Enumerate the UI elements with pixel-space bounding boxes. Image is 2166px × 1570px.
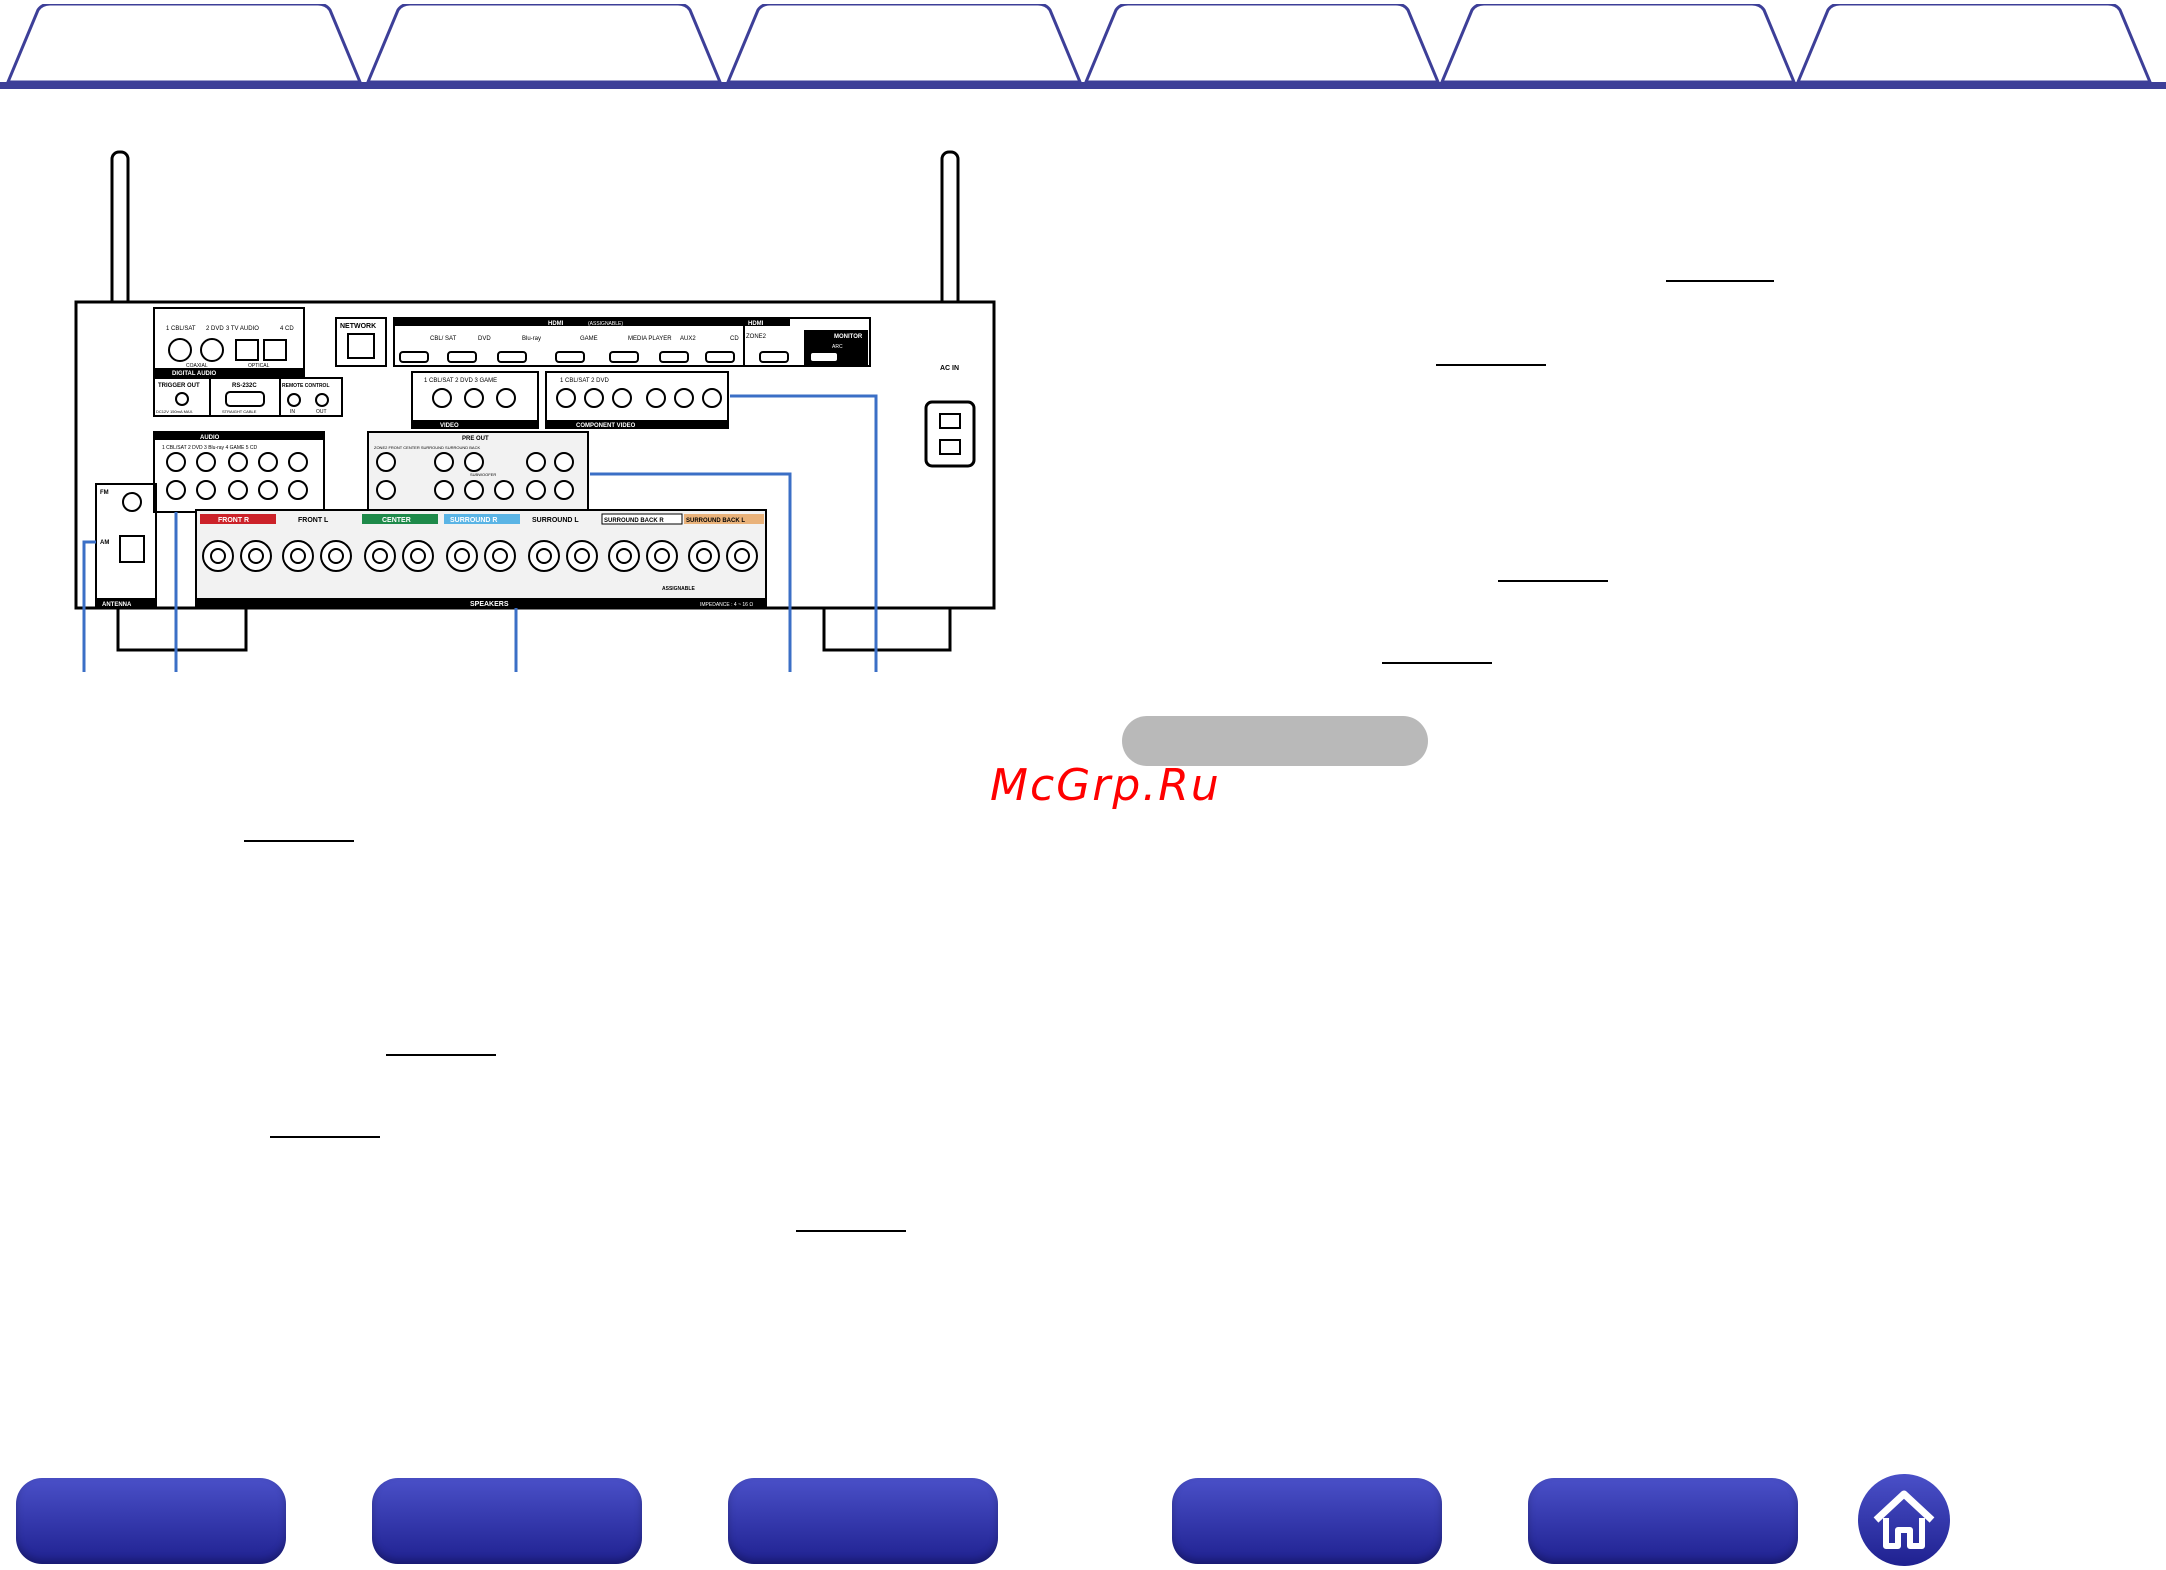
link-underline[interactable]: [244, 840, 354, 842]
optical-label: OPTICAL: [248, 363, 270, 369]
video-inputs-label: 1 CBL/SAT 2 DVD 3 GAME: [424, 378, 497, 384]
footer-button-4[interactable]: [1172, 1478, 1442, 1564]
zone2-label: ZONE2: [746, 334, 767, 340]
watermark: McGrp.Ru: [990, 760, 1221, 811]
audio-title: AUDIO: [200, 435, 220, 441]
hdmi-input-name: MEDIA PLAYER: [628, 336, 672, 342]
speaker-group-label: SURROUND R: [450, 517, 497, 524]
component-video-title: COMPONENT VIDEO: [576, 423, 636, 429]
nav-tab-2[interactable]: [366, 4, 722, 82]
pre-out-title: PRE OUT: [462, 436, 489, 442]
rc-in-label: IN: [290, 409, 295, 415]
digital-input-label: 4 CD: [280, 326, 294, 332]
monitor-label: MONITOR: [834, 334, 863, 340]
nav-tab-5[interactable]: [1440, 4, 1796, 82]
hdmi-in-title: HDMI: [548, 321, 564, 327]
antenna-title: ANTENNA: [102, 602, 132, 608]
footer-button-2[interactable]: [372, 1478, 642, 1564]
hdmi-assignable: (ASSIGNABLE): [588, 321, 623, 327]
nav-tab-4[interactable]: [1084, 4, 1440, 82]
rear-panel-diagram: 1 CBL/SAT 2 DVD 3 TV AUDIO 4 CD COAXIAL …: [74, 150, 996, 672]
coaxial-jack: [168, 338, 192, 362]
rc-out-label: OUT: [316, 409, 327, 415]
hdmi-out-title: HDMI: [748, 321, 764, 327]
assignable-label: ASSIGNABLE: [662, 586, 695, 592]
nav-tab-1[interactable]: [6, 4, 362, 82]
hdmi-input-name: CD: [730, 336, 739, 342]
pre-out-jacks: [376, 452, 574, 500]
hdmi-input-name: Blu-ray: [522, 336, 541, 342]
hdmi-input-name: AUX2: [680, 336, 696, 342]
nav-tab-3[interactable]: [726, 4, 1082, 82]
speaker-group-label: FRONT L: [298, 517, 329, 524]
impedance-label: IMPEDANCE : 4 ~ 16 Ω: [700, 602, 753, 608]
coaxial-jack: [200, 338, 224, 362]
ac-inlet: [924, 400, 976, 468]
link-underline[interactable]: [1666, 280, 1774, 282]
speaker-group-label: SURROUND L: [532, 517, 579, 524]
rs232c-label: RS-232C: [232, 383, 257, 389]
network-port-block: [335, 317, 387, 367]
footer-button-3[interactable]: [728, 1478, 998, 1564]
hdmi-in-ports: [399, 351, 735, 363]
optical-jack: [263, 339, 287, 361]
foot-right: [822, 608, 952, 652]
tab-underline: [0, 82, 2166, 89]
top-tab-bar: [0, 0, 2166, 92]
coaxial-label: COAXIAL: [186, 363, 208, 369]
remote-control-block: [279, 377, 343, 417]
speaker-terminals: [202, 540, 758, 572]
link-underline[interactable]: [796, 1230, 906, 1232]
straight-cable-label: STRAIGHT CABLE: [222, 409, 257, 414]
speakers-block: [195, 509, 767, 609]
footer-button-1[interactable]: [16, 1478, 286, 1564]
hdmi-input-name: GAME: [580, 336, 598, 342]
speaker-group-label: FRONT R: [218, 517, 249, 524]
speaker-group-label: SURROUND BACK L: [686, 518, 745, 524]
audio-rca-jacks: [166, 452, 308, 500]
link-underline[interactable]: [386, 1054, 496, 1056]
foot-left: [116, 608, 248, 652]
footer-button-5[interactable]: [1528, 1478, 1798, 1564]
digital-input-label: 1 CBL/SAT: [166, 326, 196, 332]
hdmi-input-name: DVD: [478, 336, 491, 342]
section-header-pill: [1122, 716, 1428, 766]
digital-input-label: 2 DVD: [206, 326, 224, 332]
trigger-spec: DC12V 150mA MAX.: [156, 409, 193, 414]
video-title: VIDEO: [440, 423, 459, 429]
component-inputs-label: 1 CBL/SAT 2 DVD: [560, 378, 609, 384]
link-underline[interactable]: [1498, 580, 1608, 582]
speaker-group-label: CENTER: [382, 517, 411, 524]
speakers-title: SPEAKERS: [470, 601, 509, 608]
ac-in-label: AC IN: [940, 365, 959, 372]
nav-tab-6[interactable]: [1796, 4, 2152, 82]
hdmi-input-name: CBL/ SAT: [430, 336, 457, 342]
callout-lines: [82, 394, 878, 672]
home-icon: [1873, 1490, 1935, 1549]
link-underline[interactable]: [1382, 662, 1492, 664]
remote-control-label: REMOTE CONTROL: [282, 383, 330, 389]
ethernet-jack: [347, 333, 375, 359]
digital-audio-title: DIGITAL AUDIO: [172, 371, 217, 377]
optical-jack: [235, 339, 259, 361]
trigger-out-label: TRIGGER OUT: [158, 383, 200, 389]
am-label: AM: [100, 540, 109, 546]
speaker-group-label: SURROUND BACK R: [604, 518, 664, 524]
arc-label: ARC: [832, 344, 843, 350]
link-underline[interactable]: [270, 1136, 380, 1138]
subwoofer-label: SUBWOOFER: [470, 472, 496, 477]
network-label: NETWORK: [340, 323, 376, 330]
audio-inputs-label: 1 CBL/SAT 2 DVD 3 Blu-ray 4 GAME 5 CD: [162, 445, 258, 451]
digital-input-label: 3 TV AUDIO: [226, 326, 259, 332]
pre-out-labels: ZONE2 FRONT CENTER SURROUND SURROUND BAC…: [374, 445, 480, 450]
link-underline[interactable]: [1436, 364, 1546, 366]
home-button[interactable]: [1858, 1474, 1950, 1566]
fm-label: FM: [100, 490, 109, 496]
